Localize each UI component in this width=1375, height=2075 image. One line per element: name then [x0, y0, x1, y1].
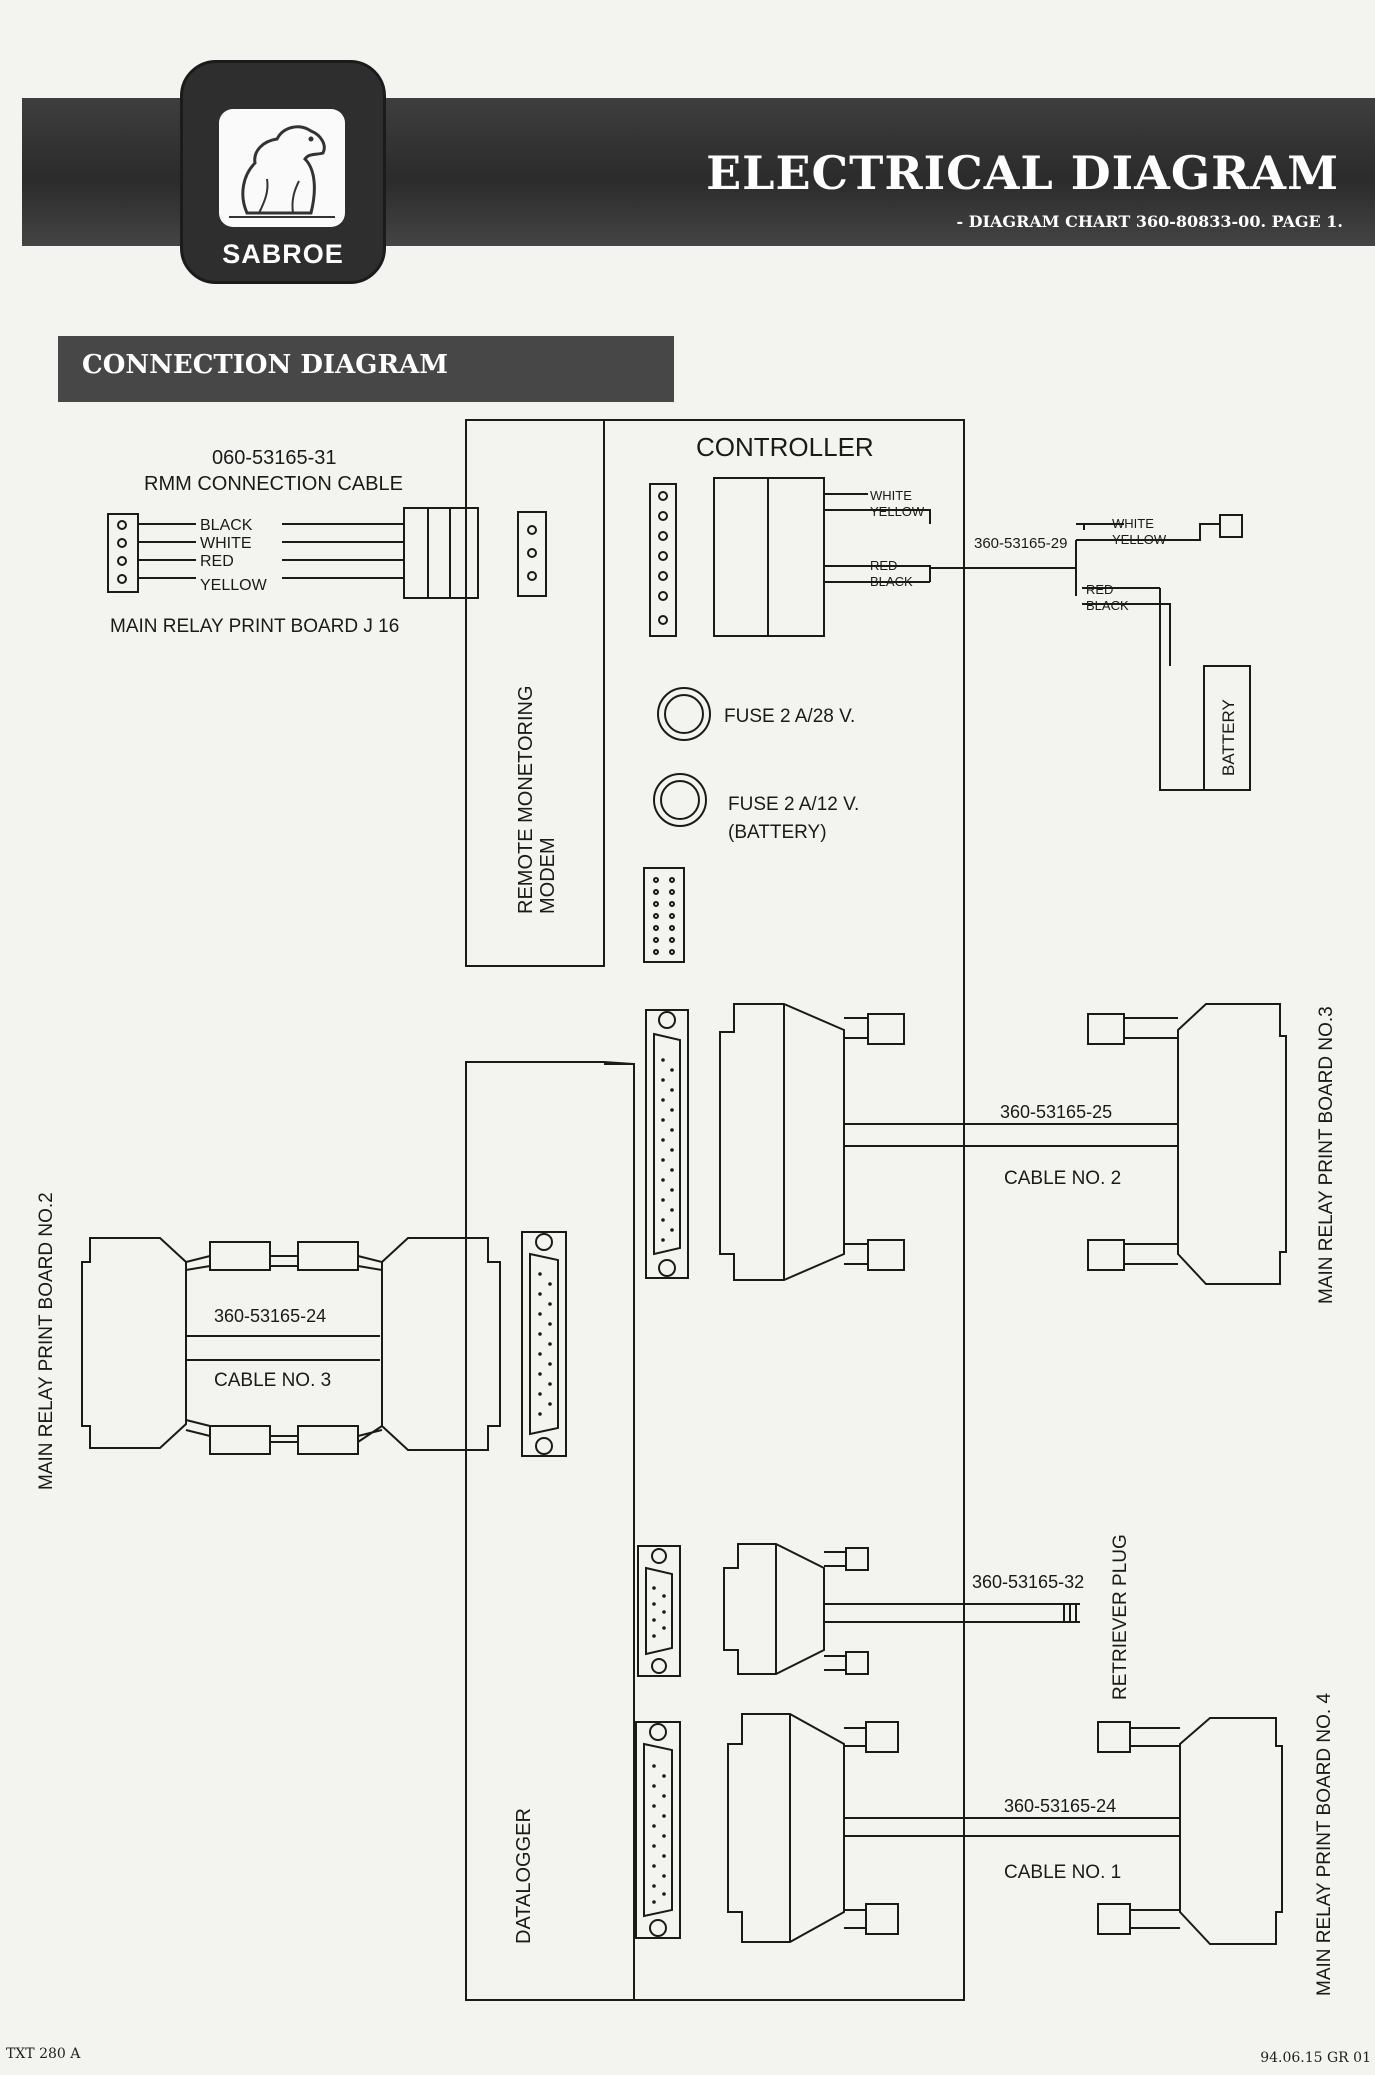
cable2-part-number: 360-53165-25 — [1000, 1102, 1112, 1122]
retriever-plug — [723, 1543, 1080, 1675]
footer-document-code: TXT 280 A — [6, 2046, 81, 2062]
modem-label-line1: REMOTE MONETORING — [515, 685, 537, 914]
cable3-line — [186, 1335, 380, 1361]
cable3-name: CABLE NO. 3 — [214, 1370, 331, 1391]
cable2-left-plug — [719, 1003, 905, 1281]
modem-label-line2: MODEM — [537, 837, 559, 914]
bat-wire-black: BLACK — [1086, 598, 1129, 613]
retriever-part-number: 360-53165-32 — [972, 1572, 1084, 1592]
ctrl-wire-yellow: YELLOW — [870, 504, 925, 519]
modem-box — [465, 419, 605, 967]
controller-small-header — [643, 867, 685, 963]
fuse1-label: FUSE 2 A/28 V. — [724, 706, 855, 727]
controller-terminal-block — [713, 477, 931, 637]
cable3-left-plug — [81, 1237, 271, 1455]
cable1-right-plug — [1097, 1717, 1283, 1945]
battery-cable-part-number: 360-53165-29 — [974, 535, 1067, 552]
ctrl-wire-black: BLACK — [870, 574, 913, 589]
fuse1-inner — [664, 694, 704, 734]
modem-socket — [517, 511, 547, 597]
ctrl-wire-red: RED — [870, 558, 897, 573]
cable1-line — [844, 1817, 1180, 1837]
controller-pin-header — [649, 483, 677, 637]
bat-wire-red: RED — [1086, 582, 1113, 597]
cable3-part-number: 360-53165-24 — [214, 1306, 326, 1326]
fuse2-label-line1: FUSE 2 A/12 V. — [728, 794, 859, 815]
datalogger-box — [465, 1061, 635, 2001]
fuse2-label-line2: (BATTERY) — [728, 822, 827, 843]
rmm-wire-black: BLACK — [200, 517, 253, 534]
rmm-board-connector — [107, 513, 404, 593]
retriever-dsub — [637, 1545, 681, 1677]
controller-label: CONTROLLER — [696, 432, 874, 462]
logo-text: SABROE — [222, 239, 344, 269]
bat-wire-yellow: YELLOW — [1112, 532, 1167, 547]
rmm-cable-name: RMM CONNECTION CABLE — [144, 473, 403, 495]
cable1-left-plug — [727, 1713, 899, 1943]
ctrl-wire-white: WHITE — [870, 488, 912, 503]
datalogger-label: DATALOGGER — [513, 1808, 535, 1944]
bat-wire-white: WHITE — [1112, 516, 1154, 531]
fuse2-inner — [660, 780, 700, 820]
page-title: ELECTRICAL DIAGRAM — [706, 146, 1339, 200]
fuse2-outer — [653, 773, 707, 827]
section-title: CONNECTION DIAGRAM — [82, 350, 449, 380]
cable1-part-number: 360-53165-24 — [1004, 1796, 1116, 1816]
rmm-board-label: MAIN RELAY PRINT BOARD J 16 — [110, 616, 399, 637]
rmm-wire-white: WHITE — [200, 535, 252, 552]
polar-bear-logo-icon — [219, 109, 345, 227]
rmm-cable-plug — [403, 507, 479, 599]
datalogger-dsub — [521, 1231, 567, 1457]
cable2-line — [844, 1123, 1178, 1147]
cable3-right-plug — [270, 1237, 501, 1455]
page-subtitle: - DIAGRAM CHART 360-80833-00. PAGE 1. — [956, 212, 1343, 231]
retriever-label: RETRIEVER PLUG — [1110, 1534, 1131, 1700]
footer-revision: 94.06.15 GR 01 — [1260, 2050, 1371, 2066]
rmm-wire-red: RED — [200, 553, 234, 570]
cable2-board-label: MAIN RELAY PRINT BOARD NO.3 — [1316, 1006, 1337, 1304]
cable1-controller-dsub — [635, 1721, 681, 1939]
section-bar — [58, 336, 674, 402]
rmm-wire-yellow: YELLOW — [200, 577, 268, 594]
cable1-name: CABLE NO. 1 — [1004, 1862, 1121, 1883]
cable1-board-label: MAIN RELAY PRINT BOARD NO. 4 — [1314, 1693, 1335, 1996]
battery-wiring — [1075, 514, 1251, 791]
cable2-right-plug — [1087, 1003, 1287, 1285]
rmm-part-number: 060-53165-31 — [212, 447, 337, 469]
battery-label: BATTERY — [1219, 699, 1238, 776]
fuse1-outer — [657, 687, 711, 741]
cable2-name: CABLE NO. 2 — [1004, 1168, 1121, 1189]
sabroe-logo: SABROE — [180, 60, 386, 284]
cable3-board-label: MAIN RELAY PRINT BOARD NO.2 — [36, 1192, 57, 1490]
dsub-pins — [538, 1058, 674, 1904]
cable2-controller-dsub — [645, 1009, 689, 1279]
